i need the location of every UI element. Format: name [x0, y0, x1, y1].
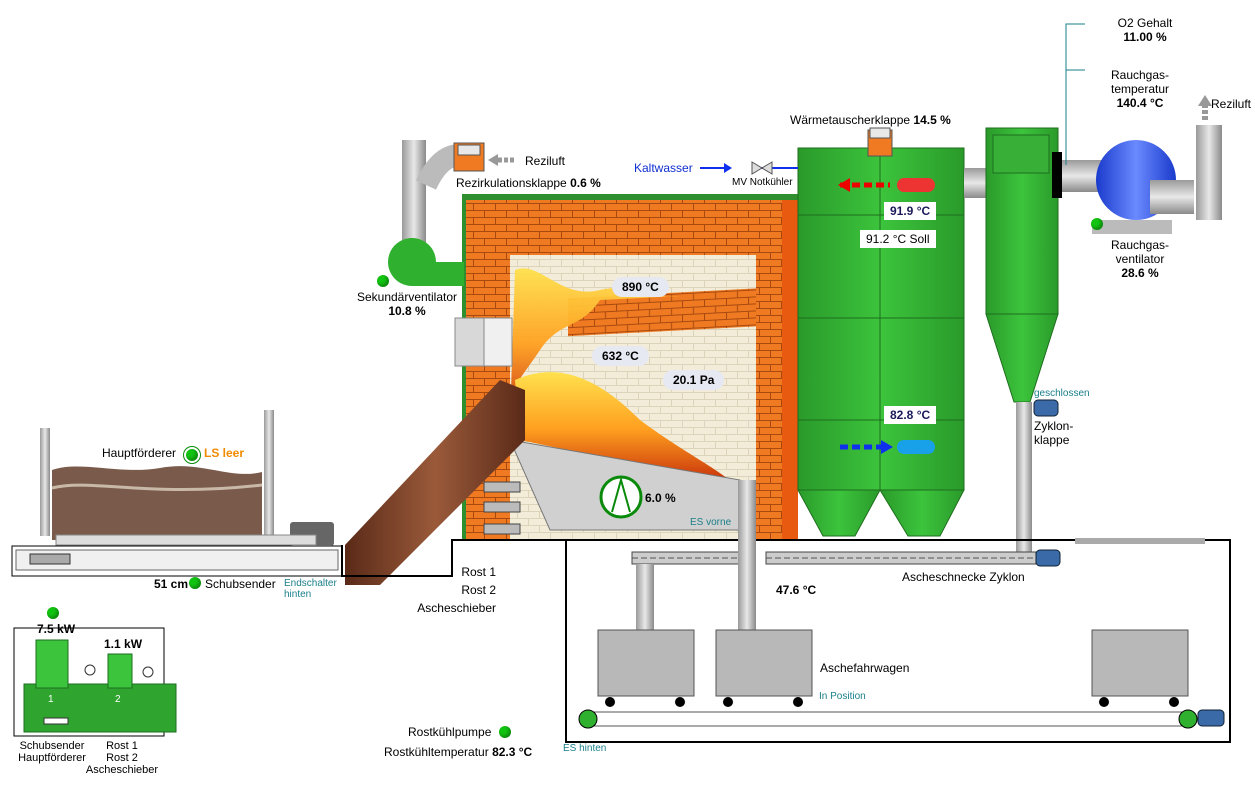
- caption-2-line-3: Ascheschieber: [85, 764, 159, 776]
- mv-notkuehler-label: MV Notkühler: [732, 177, 793, 188]
- hauptfoerderer-status-led: [183, 446, 201, 464]
- hx-temp-top: 91.9 °C: [884, 202, 937, 220]
- hx-soll[interactable]: 91.2 °C Soll: [860, 230, 936, 248]
- waermetauscherklappe[interactable]: Wärmetauscherklappe 14.5 %: [790, 113, 951, 127]
- reziluft-left-label: Reziluft: [525, 154, 566, 168]
- pump-2-number: 2: [115, 694, 121, 705]
- rauchgas-temp-value: 140.4 °C: [1116, 96, 1164, 110]
- furnace-temp-mid: 632 °C: [592, 346, 649, 366]
- pump-1-number: 1: [48, 694, 54, 705]
- caption-1-line-2: Hauptförderer: [18, 752, 86, 764]
- rost-2-label: Rost 2: [461, 583, 496, 597]
- rostkuehlpumpe-label[interactable]: Rostkühlpumpe: [408, 725, 492, 739]
- endschalter-hinten: Endschalter hinten: [284, 578, 337, 600]
- ascheschnecke-label[interactable]: Ascheschnecke Zyklon: [902, 570, 1025, 584]
- endschalter-line-1: Endschalter: [284, 578, 337, 589]
- sekundaer-label: Sekundärventilator: [356, 290, 458, 304]
- aschefahrwagen-label[interactable]: Aschefahrwagen: [820, 661, 910, 675]
- rauchgas-ventilator[interactable]: Rauchgas- ventilator 28.6 %: [1100, 238, 1180, 280]
- motor-1-power: 7.5 kW: [37, 622, 76, 636]
- es-hinten-label: ES hinten: [563, 743, 607, 754]
- zyklonklappe[interactable]: Zyklon- klappe: [1034, 419, 1073, 447]
- zyklon-label-2: klappe: [1034, 433, 1070, 447]
- hydraulic-status-led: [47, 607, 59, 619]
- rauchgas-temp-label-1: Rauchgas-: [1110, 68, 1170, 82]
- waermetauscher-label: Wärmetauscherklappe: [790, 113, 911, 127]
- sekundaer-value: 10.8 %: [388, 304, 426, 318]
- schubsender-status-led: [189, 577, 201, 589]
- rauchgas-vent-label-2: ventilator: [1115, 252, 1165, 266]
- ascheschieber-label: Ascheschieber: [417, 601, 496, 615]
- grate-fan-value: 6.0 %: [645, 491, 676, 505]
- o2-value: 11.00 %: [1123, 30, 1167, 44]
- rostkuehl-temp-value: 82.3 °C: [492, 745, 533, 759]
- rauchgas-vent-value: 28.6 %: [1121, 266, 1159, 280]
- hauptfoerderer-status: LS leer: [204, 446, 245, 460]
- motor-2-power: 1.1 kW: [104, 637, 143, 651]
- caption-2-line-2: Rost 2: [106, 752, 138, 764]
- furnace-pressure: 20.1 Pa: [663, 370, 725, 390]
- rezirkulation-value: 0.6 %: [570, 176, 601, 190]
- endschalter-line-2: hinten: [284, 589, 312, 600]
- furnace-temp-top: 890 °C: [612, 277, 669, 297]
- rezirkulation-label: Rezirkulationsklappe: [456, 176, 567, 190]
- caption-1-line-1: Schubsender: [19, 740, 85, 752]
- schubsender-distance: 51 cm: [154, 577, 189, 591]
- rauchgas-ventilator-status-led: [1091, 218, 1103, 230]
- ash-temp-value: 47.6 °C: [776, 583, 817, 597]
- caption-2-line-1: Rost 1: [106, 740, 138, 752]
- sekundaer-status-led: [377, 275, 389, 287]
- schubsender-label[interactable]: Schubsender: [205, 577, 276, 591]
- rostkuehl-temp-label: Rostkühltemperatur: [384, 745, 489, 759]
- rauchgas-temp-label-2: temperatur: [1110, 82, 1170, 96]
- hauptfoerderer-label[interactable]: Hauptförderer: [102, 446, 177, 460]
- o2-label: O2 Gehalt: [1117, 16, 1173, 30]
- kaltwasser-label: Kaltwasser: [634, 161, 693, 175]
- zyklon-label-1: Zyklon-: [1034, 419, 1074, 433]
- rost-labels[interactable]: Rost 1 Rost 2 Ascheschieber: [410, 563, 496, 617]
- rostkuehlpumpe-status-led: [499, 726, 511, 738]
- rostkuehltemperatur: Rostkühltemperatur 82.3 °C: [384, 745, 532, 759]
- zyklon-status: geschlossen: [1034, 388, 1090, 399]
- hydraulic-caption-1: Schubsender Hauptförderer: [14, 740, 90, 764]
- rauchgas-vent-label-1: Rauchgas-: [1110, 238, 1170, 252]
- rost-1-label: Rost 1: [461, 565, 496, 579]
- hydraulic-caption-2: Rost 1 Rost 2 Ascheschieber: [84, 740, 160, 776]
- rezirkulationsklappe[interactable]: Rezirkulationsklappe 0.6 %: [456, 176, 601, 190]
- reziluft-right-label: Reziluft: [1211, 97, 1252, 111]
- es-vorne-label: ES vorne: [690, 517, 732, 528]
- waermetauscher-value: 14.5 %: [913, 113, 951, 127]
- hx-temp-bottom: 82.8 °C: [884, 406, 937, 424]
- sekundaerventilator[interactable]: Sekundärventilator 10.8 %: [352, 290, 462, 318]
- aschefahrwagen-status: In Position: [819, 691, 866, 702]
